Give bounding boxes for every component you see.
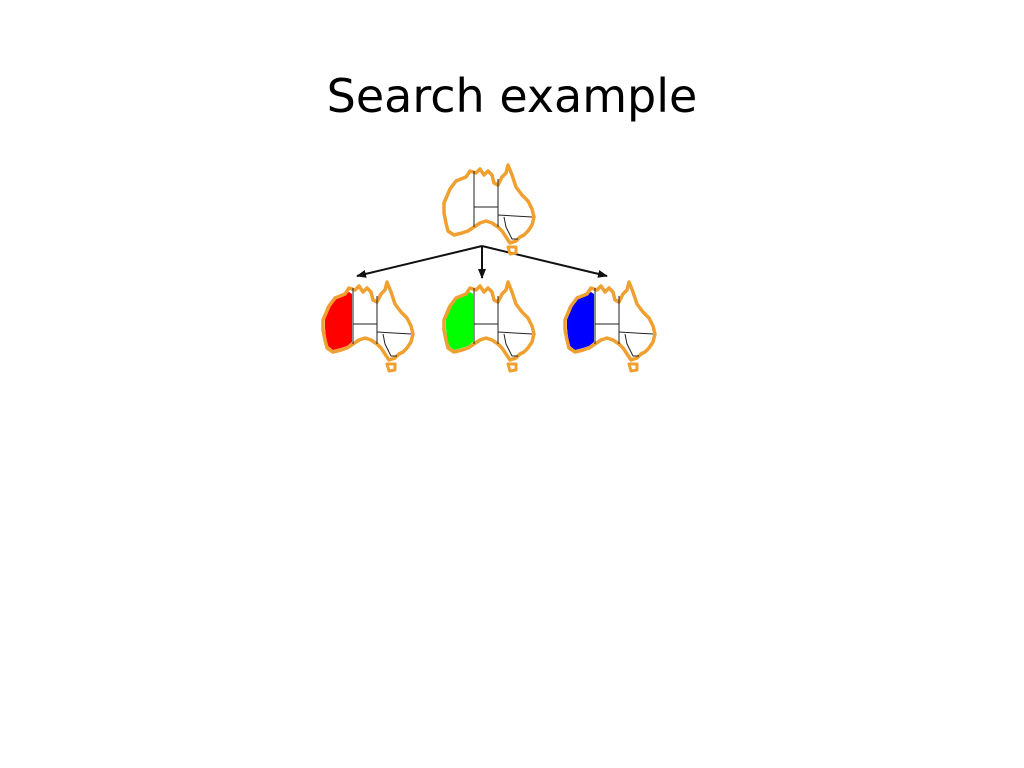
wa-region-green <box>446 292 473 350</box>
child-node-green <box>442 280 536 373</box>
wa-region-blue <box>567 292 594 350</box>
child-node-blue <box>563 280 657 373</box>
australia-map-icon <box>442 163 536 256</box>
wa-region-red <box>325 292 352 350</box>
root-node <box>442 163 536 256</box>
edge-to-blue <box>481 245 608 278</box>
edge-to-red <box>356 245 483 278</box>
tree-edges <box>356 245 608 279</box>
child-node-red <box>321 280 415 373</box>
slide-title: Search example <box>326 69 698 123</box>
